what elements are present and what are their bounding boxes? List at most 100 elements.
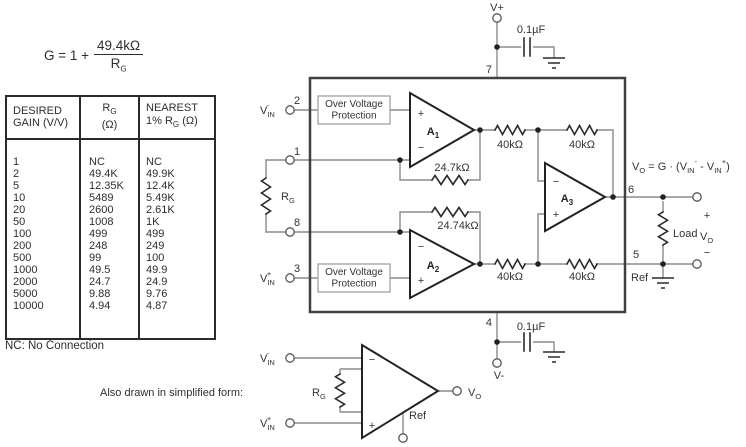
- resistor-24k7-label: 24.7kΩ: [434, 162, 469, 174]
- gain-cell: 500: [6, 252, 81, 264]
- nearest-rg-cell: 9.76: [146, 288, 168, 300]
- cap-bottom-label: 0.1µF: [517, 321, 546, 333]
- rg-cell: NC: [80, 156, 140, 168]
- ref-label: Ref: [631, 272, 649, 284]
- table-row: 500 99 100: [6, 252, 215, 264]
- ovp-bottom-line2: Protection: [331, 279, 376, 290]
- pin2-label: 2: [294, 95, 300, 107]
- resistor-40k-1-label: 40kΩ: [497, 139, 523, 151]
- a1-label: A1: [427, 126, 440, 140]
- a3-plus-sign: +: [553, 209, 559, 221]
- cap-top-label: 0.1µF: [517, 24, 546, 36]
- gain-equation-lhs: G = 1 +: [44, 48, 90, 64]
- ovp-block-bottom: [317, 263, 391, 293]
- terminal-ref: [692, 259, 702, 269]
- nearest-rg-cell: 100: [146, 252, 165, 264]
- gain-equation: G = 1 + 49.4kΩ RG: [44, 38, 144, 74]
- terminal-simplified-vin-neg: [285, 353, 295, 363]
- rg-cell: 49.4K: [80, 168, 140, 180]
- table-row: 50 1008 1K: [6, 216, 215, 228]
- output-formula: VO = G · (VIN- - VIN+): [632, 157, 730, 175]
- nearest-rg-cell: 49.9: [146, 264, 168, 276]
- simplified-minus-sign: −: [369, 354, 375, 366]
- table-row: 2 49.4K 49.9K: [6, 168, 215, 180]
- pin4-label: 4: [486, 317, 492, 329]
- resistor-rg: [260, 176, 272, 216]
- rg-cell: 12.35K: [80, 180, 140, 192]
- table-row: 20 2600 2.61K: [6, 204, 215, 216]
- rg-cell: 2600: [80, 204, 140, 216]
- capacitor-bottom: [523, 332, 531, 352]
- ground-symbols: [543, 57, 674, 363]
- resistor-24k7: [430, 174, 470, 186]
- gain-equation-denominator: RG: [110, 56, 127, 74]
- gain-cell: 1: [6, 156, 81, 168]
- terminal-pin1: [285, 155, 295, 165]
- gain-equation-fraction: 49.4kΩ RG: [94, 38, 144, 74]
- gain-cell: 10000: [6, 300, 81, 312]
- terminal-vin-pos: [285, 273, 295, 283]
- resistor-40k-1: [493, 123, 527, 137]
- pin7-label: 7: [486, 64, 492, 76]
- rg-cell: 49.5: [80, 264, 140, 276]
- col-rg: RG(Ω): [80, 96, 140, 140]
- rg-cell: 5489: [80, 192, 140, 204]
- pin3-label: 3: [294, 263, 300, 275]
- a3-label: A3: [561, 193, 574, 207]
- rg-label: RG: [281, 191, 295, 205]
- capacitor-top: [523, 37, 531, 57]
- vminus-label: V-: [494, 370, 505, 382]
- gain-cell: 50: [6, 216, 81, 228]
- table-row: 10 5489 5.49K: [6, 192, 215, 204]
- a2-plus-sign: +: [418, 275, 424, 287]
- rg-cell: 248: [80, 240, 140, 252]
- resistor-40k-2: [565, 123, 599, 137]
- ovp-bottom-line1: Over Voltage: [325, 267, 383, 278]
- table-row: 2000 24.7 24.9: [6, 276, 215, 288]
- simplified-vin-pos-label: VIN+: [260, 414, 275, 432]
- nearest-rg-cell: 49.9K: [146, 168, 175, 180]
- simplified-ref-label: Ref: [409, 410, 427, 422]
- terminal-pin8: [285, 227, 295, 237]
- nearest-rg-cell: 5.49K: [146, 192, 175, 204]
- resistor-40k-2-label: 40kΩ: [569, 139, 595, 151]
- nearest-rg-cell: 1K: [146, 216, 160, 228]
- table-row: 5000 9.88 9.76: [6, 288, 215, 300]
- simplified-caption: Also drawn in simplified form:: [100, 387, 244, 399]
- pin1-label: 1: [294, 146, 300, 158]
- vplus-label: V+: [490, 2, 504, 14]
- pin8-label: 8: [294, 217, 300, 229]
- pin6-label: 6: [628, 184, 634, 196]
- pin5-label: 5: [633, 249, 639, 261]
- load-label: Load: [673, 228, 697, 240]
- table-row: 1 NC NC: [6, 156, 215, 168]
- terminal-simplified-vo: [452, 386, 462, 396]
- gain-cell: 10: [6, 192, 81, 204]
- gain-cell: 200: [6, 240, 81, 252]
- gain-cell: 1000: [6, 264, 81, 276]
- ic-outline: [308, 76, 627, 314]
- table-row: 200 248 249: [6, 240, 215, 252]
- a1-minus-sign: −: [418, 142, 424, 154]
- table-row: 100 499 499: [6, 228, 215, 240]
- vo-label: VO: [700, 231, 713, 245]
- terminal-vminus: [492, 358, 502, 368]
- terminal-simplified-vin-pos: [285, 418, 295, 428]
- resistor-24k74: [430, 206, 470, 218]
- a2-minus-sign: −: [418, 241, 424, 253]
- simplified-rg-label: RG: [312, 387, 326, 401]
- nearest-rg-cell: NC: [146, 156, 162, 168]
- resistors: [260, 123, 670, 409]
- resistor-40k-3-label: 40kΩ: [497, 271, 523, 283]
- gain-cell: 2000: [6, 276, 81, 288]
- a1-plus-sign: +: [418, 108, 424, 120]
- vo-minus-sign: −: [704, 247, 710, 259]
- rg-cell: 1008: [80, 216, 140, 228]
- junctions: [397, 44, 666, 345]
- resistor-40k-4-label: 40kΩ: [569, 271, 595, 283]
- ovp-top-line1: Over Voltage: [325, 99, 383, 110]
